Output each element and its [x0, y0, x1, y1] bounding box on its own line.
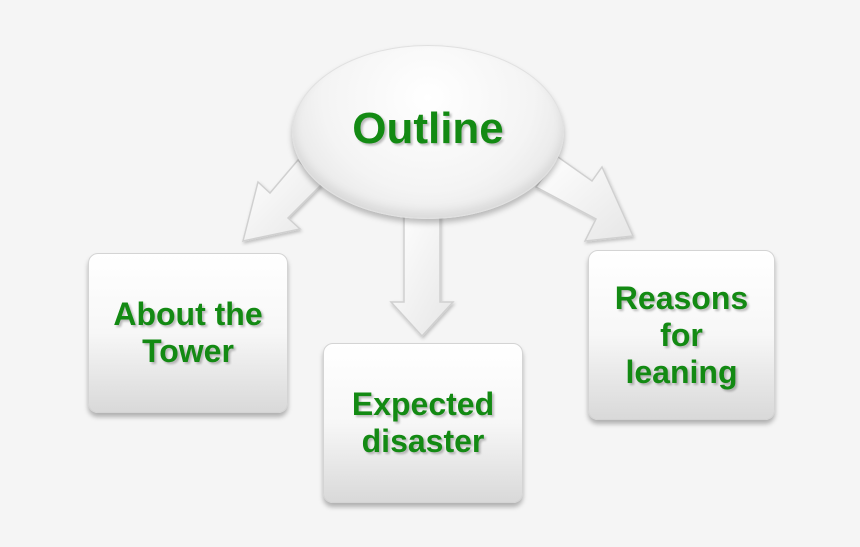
- about-the-tower-label: About the Tower: [113, 296, 263, 369]
- arrow-to-left-box: [241, 158, 323, 242]
- outline-node: Outline: [292, 45, 564, 219]
- reasons-for-leaning-box: Reasons for leaning: [588, 250, 775, 420]
- arrow-to-center-box: [389, 213, 455, 338]
- about-the-tower-box: About the Tower: [88, 253, 288, 413]
- outline-title: Outline: [352, 104, 504, 153]
- reasons-for-leaning-label: Reasons for leaning: [614, 279, 749, 390]
- expected-disaster-label: Expected disaster: [351, 386, 495, 459]
- expected-disaster-box: Expected disaster: [323, 343, 523, 503]
- arrow-to-right-box: [534, 155, 635, 242]
